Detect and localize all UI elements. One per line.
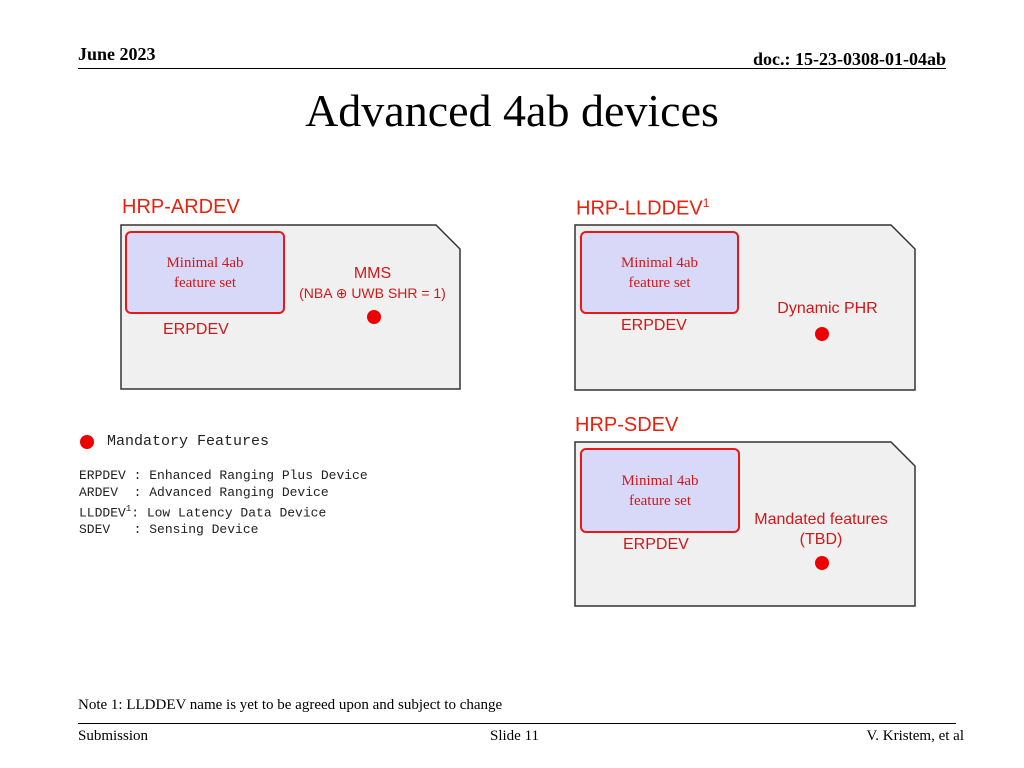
ardev-feature-line1: MMS <box>353 265 392 282</box>
ardev-base-erpdev: ERPDEV <box>163 321 229 338</box>
definition-desc: : Advanced Ranging Device <box>133 485 329 500</box>
definition-term: ERPDEV <box>79 468 134 483</box>
header-doc-id: doc.: 15-23-0308-01-04ab <box>753 49 946 69</box>
lldev-label-sup: 1 <box>702 196 710 210</box>
footer-submission: Submission <box>78 728 149 744</box>
header-divider <box>78 68 946 69</box>
footer-divider <box>78 723 956 724</box>
lldev-feature: Dynamic PHR <box>777 300 878 317</box>
legend-label: Mandatory Features <box>107 433 270 450</box>
definition-desc: : Low Latency Data Device <box>131 505 327 521</box>
ardev-mandatory-dot <box>367 310 381 324</box>
sdev-feature-line1: Mandated features <box>754 511 888 528</box>
slide-title: Advanced 4ab devices <box>305 85 719 136</box>
definition-term: SDEV <box>79 522 134 538</box>
sdev-inner-line2: feature set <box>628 492 692 509</box>
lldev-minimal-feature-set: Minimal 4ab feature set <box>580 231 739 314</box>
header-date: June 2023 <box>78 44 156 64</box>
lldev-inner-line1: Minimal 4ab <box>620 254 699 271</box>
definitions-list: ERPDEV : Enhanced Ranging Plus Device AR… <box>79 467 368 538</box>
footnote: Note 1: LLDDEV name is yet to be agreed … <box>78 697 503 713</box>
lldev-mandatory-dot <box>815 327 829 341</box>
sdev-label: HRP-SDEV <box>575 414 679 436</box>
ardev-feature: MMS (NBA ⊕ UWB SHR = 1) <box>285 264 460 302</box>
sdev-feature: Mandated features (TBD) <box>740 510 902 550</box>
ardev-feature-line2: (NBA ⊕ UWB SHR = 1) <box>299 285 446 301</box>
ardev-minimal-feature-set: Minimal 4ab feature set <box>125 231 285 314</box>
definition-row: ERPDEV : Enhanced Ranging Plus Device <box>79 467 368 484</box>
definition-row: SDEV : Sensing Device <box>79 521 368 538</box>
ardev-label: HRP-ARDEV <box>122 196 240 218</box>
sdev-mandatory-dot <box>815 556 829 570</box>
sdev-base-erpdev: ERPDEV <box>623 536 689 553</box>
sdev-minimal-feature-set: Minimal 4ab feature set <box>580 448 740 533</box>
lldev-label-text: HRP-LLDDEV <box>576 197 703 220</box>
sdev-inner-line1: Minimal 4ab <box>621 472 699 489</box>
sdev-feature-line2: (TBD) <box>799 531 843 548</box>
definition-term: LLDDEV <box>79 505 126 521</box>
lldev-inner-line2: feature set <box>628 274 691 291</box>
lldev-base-erpdev: ERPDEV <box>621 317 687 334</box>
definition-desc: : Sensing Device <box>133 522 259 538</box>
ardev-inner-line2: feature set <box>173 274 237 291</box>
definition-term: ARDEV <box>79 485 134 500</box>
lldev-label: HRP-LLDDEV1 <box>576 196 709 221</box>
definition-term-sup: 1 <box>125 504 132 514</box>
definition-row: LLDDEV1: Low Latency Data Device <box>79 501 368 521</box>
ardev-inner-line1: Minimal 4ab <box>166 254 244 271</box>
definition-row: ARDEV : Advanced Ranging Device <box>79 484 368 501</box>
footer-author: V. Kristem, et al <box>866 728 964 744</box>
legend-dot <box>80 435 94 449</box>
definition-desc: : Enhanced Ranging Plus Device <box>133 468 368 483</box>
footer-slide-number: Slide 11 <box>490 728 540 744</box>
